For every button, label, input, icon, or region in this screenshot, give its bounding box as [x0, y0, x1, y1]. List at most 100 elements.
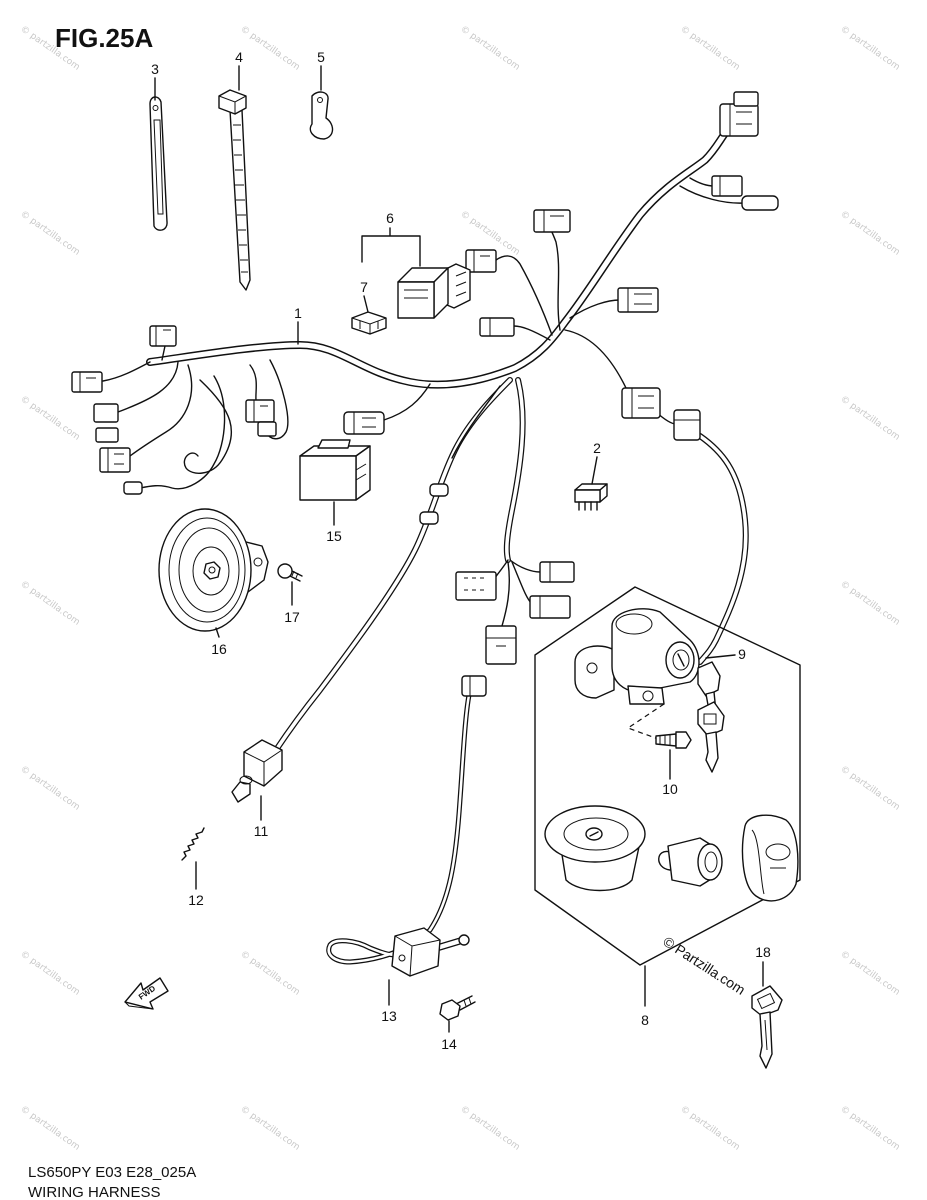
wire-branch — [161, 345, 166, 361]
watermark: © partzilla.com — [678, 24, 741, 72]
watermark: © partzilla.com — [238, 949, 301, 997]
strap-slot — [153, 119, 164, 215]
connector — [419, 511, 439, 525]
bolt-threads — [463, 997, 472, 1007]
wire-branch — [511, 561, 533, 605]
key-slot — [756, 992, 776, 1010]
switch-body — [243, 739, 283, 787]
cover-slot — [765, 843, 791, 861]
callout-3: 3 — [151, 61, 159, 77]
switch-plunger — [231, 781, 251, 803]
cap-keyhole — [589, 831, 599, 837]
key-face-inner — [672, 649, 690, 671]
unit-side — [355, 445, 371, 501]
callout-1: 1 — [294, 305, 302, 321]
connector — [429, 483, 449, 497]
connector-group — [71, 91, 779, 665]
connector-detail — [253, 400, 268, 422]
wire-branch — [451, 385, 501, 459]
bolt-shaft — [655, 733, 677, 747]
connector — [673, 409, 701, 441]
bolt-head — [277, 563, 293, 579]
wire-branch — [513, 325, 551, 341]
tie-teeth — [233, 124, 248, 273]
fuse-body — [351, 311, 387, 335]
bolt-head — [439, 999, 461, 1021]
connector — [465, 249, 497, 273]
connector — [123, 481, 143, 495]
connector-detail — [107, 448, 124, 472]
sensor-hole — [398, 954, 406, 962]
watermark: © partzilla.com — [458, 1104, 521, 1152]
callout-13: 13 — [381, 1008, 397, 1024]
forward-arrow: FWD — [124, 977, 169, 1010]
key-slot — [703, 713, 717, 725]
watermark: © partzilla.com — [838, 949, 901, 997]
callout-17: 17 — [284, 609, 300, 625]
part-1-wiring-harness — [71, 91, 779, 753]
leader-lines — [154, 65, 764, 1033]
wire-branch — [509, 559, 541, 573]
connector-detail — [473, 250, 490, 272]
clip-body — [309, 91, 334, 140]
switch-lead-fill — [698, 434, 748, 664]
spring-coil — [181, 827, 205, 861]
watermark: © partzilla.com — [18, 209, 81, 257]
horn-bracket-hole — [253, 557, 263, 567]
key-head — [697, 701, 725, 737]
connector — [343, 411, 385, 435]
bolt-threads — [291, 570, 299, 579]
tie-head-edge — [218, 95, 247, 114]
part-5-clip — [309, 91, 334, 140]
callout-bracket-6 — [361, 227, 421, 267]
wire-branch — [102, 361, 151, 382]
watermark: © partzilla.com — [458, 24, 521, 72]
key-head — [697, 661, 721, 697]
callout-18: 18 — [755, 944, 771, 960]
component-pins — [578, 501, 598, 511]
wire-branch — [495, 255, 553, 336]
part-13-sensor — [326, 675, 487, 977]
arrow-shape — [124, 977, 169, 1010]
wire-branch — [569, 299, 621, 319]
connector — [479, 317, 515, 337]
callout-2: 2 — [593, 440, 601, 456]
callout-14: 14 — [441, 1036, 457, 1052]
callout-10: 10 — [662, 781, 678, 797]
switch-tab — [627, 685, 665, 705]
part-11-switch — [231, 739, 283, 803]
callout-11: 11 — [254, 823, 269, 839]
fuel-cap — [544, 805, 646, 892]
sensor-body — [391, 927, 441, 977]
watermark: © partzilla.com — [238, 1104, 301, 1152]
watermark: © partzilla.com — [838, 209, 901, 257]
copyright-text: © Partzilla.com — [660, 933, 748, 998]
connector — [719, 103, 759, 137]
unit-front — [299, 455, 357, 501]
switch-ring — [239, 775, 253, 785]
fuse-detail — [351, 317, 387, 334]
callout-16: 16 — [211, 641, 227, 657]
wire-branch — [383, 383, 431, 421]
connector — [257, 421, 277, 437]
wire-branch — [549, 227, 561, 331]
watermark: © partzilla.com — [838, 579, 901, 627]
connector-detail — [155, 326, 171, 346]
callout-7: 7 — [360, 279, 368, 295]
cylinder-face — [697, 843, 723, 881]
watermark: © partzilla.com — [18, 1104, 81, 1152]
part-8-lock-set — [534, 586, 801, 966]
relay-pins — [455, 271, 467, 297]
cap-ring — [563, 817, 629, 851]
key-head — [751, 985, 783, 1017]
wire-branch — [129, 364, 193, 457]
callout-12: 12 — [188, 892, 204, 908]
callout-5: 5 — [317, 49, 325, 65]
connector — [245, 399, 275, 423]
wire-branch — [564, 329, 627, 389]
connector-detail — [627, 288, 652, 312]
connector-detail — [79, 372, 96, 392]
part-4-cable-tie — [218, 89, 251, 291]
lower-branch-fill — [505, 378, 525, 562]
